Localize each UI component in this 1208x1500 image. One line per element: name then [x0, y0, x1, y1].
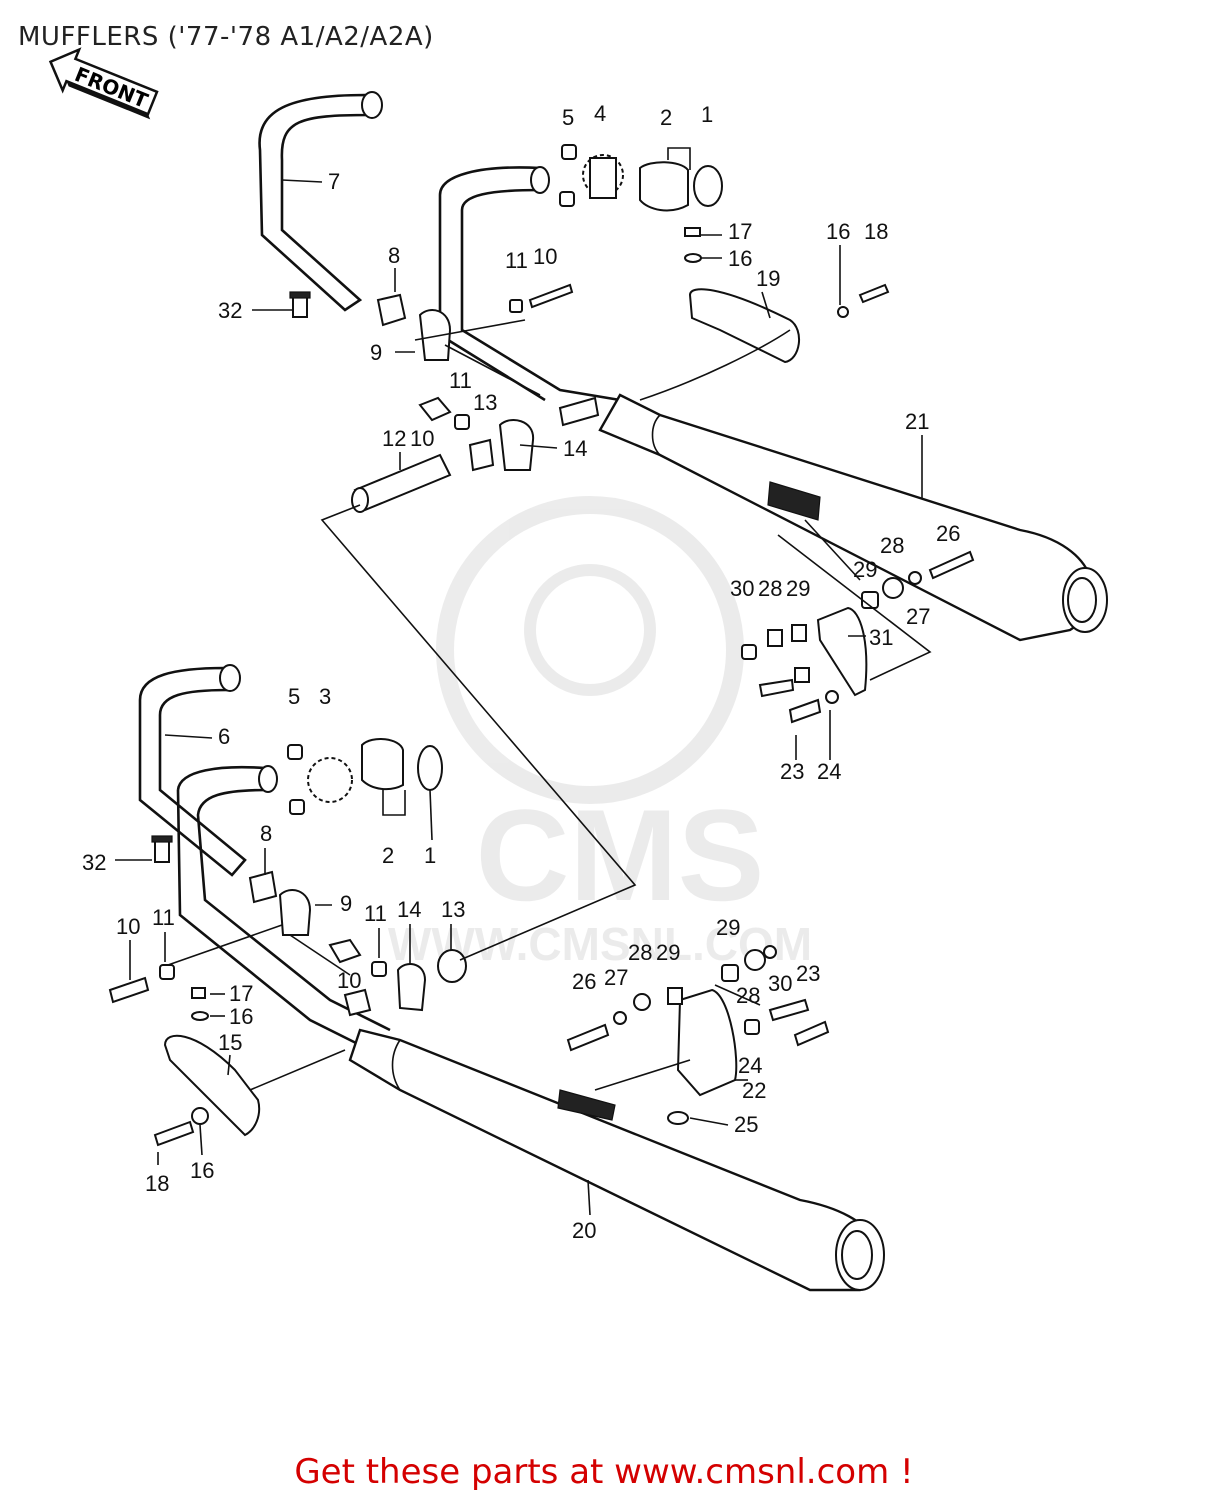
callout: 11: [364, 901, 387, 926]
callout: 3: [319, 684, 331, 709]
upper-header-pipe: [438, 166, 621, 402]
lower-bracket-hardware: [566, 945, 830, 1125]
callout: 10: [116, 914, 140, 939]
muffler-20: [348, 1028, 885, 1292]
part-callouts: 5 4 2 1 7 8 11 10 17 16 16 18 19 32 9 11…: [82, 101, 960, 1243]
callout: 16: [229, 1004, 253, 1029]
callout: 6: [218, 724, 230, 749]
callout: 8: [260, 821, 272, 846]
callout: 11: [449, 368, 472, 393]
callout: 10: [533, 244, 557, 269]
callout: 16: [190, 1158, 214, 1183]
callout: 17: [229, 981, 253, 1006]
callout: 26: [936, 521, 960, 546]
callout: 29: [716, 915, 740, 940]
callout: 12: [382, 426, 406, 451]
callout: 4: [594, 101, 606, 126]
callout: 18: [864, 219, 888, 244]
callout: 27: [906, 604, 930, 629]
callout: 15: [218, 1030, 242, 1055]
callout: 14: [563, 436, 587, 461]
upper-bracket-hardware: [741, 550, 975, 724]
callout: 16: [826, 219, 850, 244]
upper-connector-parts: [351, 396, 600, 513]
callout: 28: [880, 533, 904, 558]
muffler-21: [598, 393, 1108, 642]
callout: 25: [734, 1112, 758, 1137]
callout: 5: [562, 105, 574, 130]
callout: 1: [701, 102, 713, 127]
callout: 10: [337, 968, 361, 993]
exhaust-pipe-6: [138, 664, 247, 877]
assembly-leader-lines: [167, 147, 932, 1091]
callout: 24: [817, 759, 841, 784]
callout: 23: [796, 961, 820, 986]
callout: 27: [604, 965, 628, 990]
callout: 20: [572, 1218, 596, 1243]
callout: 11: [505, 248, 528, 273]
callout: 17: [728, 219, 752, 244]
callout: 19: [756, 266, 780, 291]
callout: 32: [218, 298, 242, 323]
lower-header-pipe: [176, 765, 391, 1047]
front-arrow-icon: FRONT: [48, 47, 159, 120]
callout: 30: [768, 971, 792, 996]
callout: 7: [328, 169, 340, 194]
callout: 10: [410, 426, 434, 451]
page-title: MUFFLERS ('77-'78 A1/A2/A2A): [18, 22, 434, 52]
callout: 13: [473, 390, 497, 415]
callout: 28: [736, 983, 760, 1008]
callout: 2: [382, 843, 394, 868]
callout: 21: [905, 409, 929, 434]
upper-flange-parts: [559, 144, 723, 212]
callout: 24: [738, 1053, 762, 1078]
callout: 8: [388, 243, 400, 268]
callout: 28: [758, 576, 782, 601]
callout: 28: [628, 940, 652, 965]
callout: 11: [152, 905, 175, 930]
callout: 2: [660, 105, 672, 130]
watermark-brand-text: CMS: [476, 782, 765, 928]
callout: 1: [424, 843, 436, 868]
callout: 9: [340, 891, 352, 916]
promo-link[interactable]: Get these parts at www.cmsnl.com !: [294, 1452, 914, 1492]
callout: 22: [742, 1078, 766, 1103]
callout: 32: [82, 850, 106, 875]
callout: 29: [656, 940, 680, 965]
callout: 14: [397, 897, 421, 922]
callout: 9: [370, 340, 382, 365]
callout: 16: [728, 246, 752, 271]
callout: 30: [730, 576, 754, 601]
lower-flange-parts: [287, 738, 443, 815]
watermark-logo: CMS WWW.CMSNL.COM: [388, 496, 812, 970]
lower-hardware: [108, 835, 467, 1147]
callout: 29: [853, 557, 877, 582]
callout: 23: [780, 759, 804, 784]
callout: 5: [288, 684, 300, 709]
callout: 26: [572, 969, 596, 994]
callout: 18: [145, 1171, 169, 1196]
upper-hardware: [289, 227, 890, 364]
front-arrow-label: FRONT: [71, 62, 151, 113]
callout: 13: [441, 897, 465, 922]
callout: 31: [869, 625, 893, 650]
exhaust-pipe-7: [258, 91, 383, 312]
callout: 29: [786, 576, 810, 601]
callout-leaders: [115, 179, 923, 1216]
